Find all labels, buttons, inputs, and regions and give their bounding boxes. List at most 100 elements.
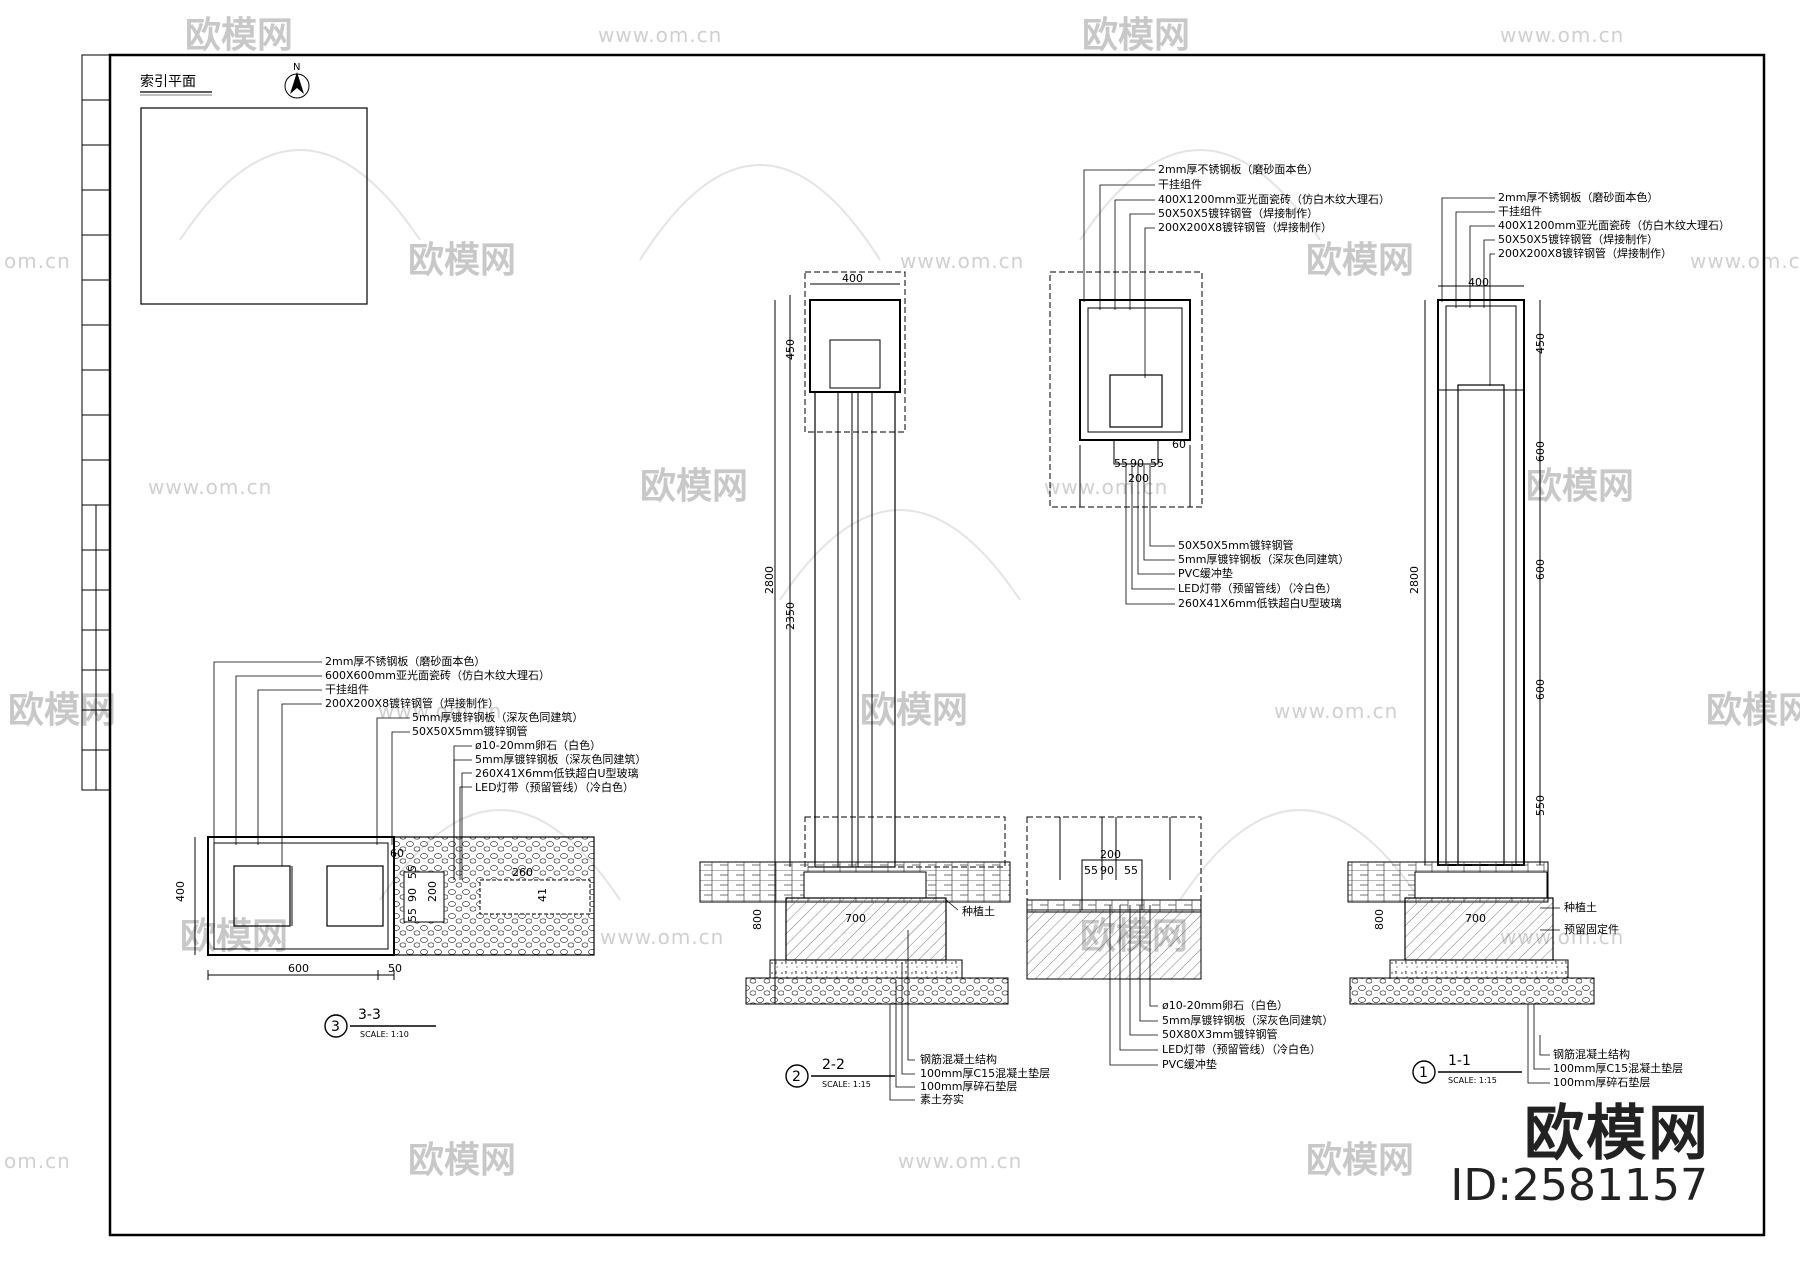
svg-text:100mm厚C15混凝土垫层: 100mm厚C15混凝土垫层 (920, 1066, 1050, 1080)
svg-text:100mm厚C15混凝土垫层: 100mm厚C15混凝土垫层 (1553, 1061, 1683, 1075)
svg-text:550: 550 (1534, 795, 1547, 816)
svg-text:2mm厚不锈钢板（磨砂面本色）: 2mm厚不锈钢板（磨砂面本色） (325, 654, 485, 668)
svg-text:450: 450 (1534, 333, 1547, 354)
svg-text:60: 60 (390, 847, 404, 860)
svg-text:LED灯带（预留管线）（冷白色）: LED灯带（预留管线）（冷白色） (475, 780, 634, 794)
svg-text:600: 600 (1534, 679, 1547, 700)
svg-text:55: 55 (1150, 457, 1164, 470)
svg-text:260X41X6mm低铁超白U型玻璃: 260X41X6mm低铁超白U型玻璃 (475, 766, 639, 780)
watermark-url: om.cn (4, 249, 71, 273)
svg-text:LED灯带（预留管线）（冷白色）: LED灯带（预留管线）（冷白色） (1178, 581, 1337, 595)
svg-text:5mm厚镀锌钢板（深灰色同建筑）: 5mm厚镀锌钢板（深灰色同建筑） (412, 710, 583, 724)
svg-text:50X50X5mm镀锌钢管: 50X50X5mm镀锌钢管 (412, 724, 528, 738)
svg-text:2800: 2800 (1408, 566, 1421, 594)
svg-text:60: 60 (1172, 438, 1186, 451)
watermark-brand: 欧模网 (1526, 466, 1634, 507)
title-block-strip (81, 54, 111, 791)
watermark-url: www.om.cn (1500, 23, 1624, 47)
svg-text:ø10-20mm卵石（白色）: ø10-20mm卵石（白色） (1162, 998, 1288, 1012)
watermark-brand: 欧模网 (1306, 1140, 1414, 1181)
svg-text:400X1200mm亚光面瓷砖（仿白木纹大理石）: 400X1200mm亚光面瓷砖（仿白木纹大理石） (1158, 192, 1390, 206)
svg-text:50X50X5镀锌钢管（焊接制作）: 50X50X5镀锌钢管（焊接制作） (1158, 206, 1318, 220)
svg-text:2-2: 2-2 (822, 1057, 845, 1073)
svg-text:种植土: 种植土 (1564, 900, 1597, 914)
svg-text:700: 700 (1465, 912, 1486, 925)
svg-text:SCALE: 1:10: SCALE: 1:10 (360, 1030, 409, 1039)
north-arrow-icon: N (284, 62, 310, 99)
svg-text:1-1: 1-1 (1448, 1053, 1471, 1069)
watermark-url: www.om.cn (378, 699, 502, 723)
section-3-3-callouts: 2mm厚不锈钢板（磨砂面本色） 600X600mm亚光面瓷砖（仿白木纹大理石） … (213, 654, 646, 880)
watermark-url: www.om.cn (1274, 699, 1398, 723)
svg-text:55: 55 (1124, 864, 1138, 877)
section-1-1-drawing (1347, 285, 1595, 1005)
svg-text:400: 400 (174, 881, 187, 902)
detail-bottom-dims: 200 55 90 55 (1084, 848, 1138, 877)
section-2-2-drawing (699, 271, 1011, 1005)
svg-text:100mm厚碎石垫层: 100mm厚碎石垫层 (920, 1079, 1017, 1093)
watermark-url: www.om.cn (1044, 475, 1168, 499)
watermark-brand: 欧模网 (1706, 690, 1800, 731)
watermark-url: www.om.cn (898, 1149, 1022, 1173)
model-id-text: ID:2581157 (1450, 1160, 1708, 1211)
section-3-3-drawing (194, 836, 595, 980)
section-1-1-label: 1 1-1 SCALE: 1:15 (1412, 1053, 1522, 1085)
svg-text:干挂组件: 干挂组件 (1498, 204, 1542, 218)
svg-text:400: 400 (842, 272, 863, 285)
svg-text:5mm厚镀锌钢板（深灰色同建筑）: 5mm厚镀锌钢板（深灰色同建筑） (475, 752, 646, 766)
svg-text:600X600mm亚光面瓷砖（仿白木纹大理石）: 600X600mm亚光面瓷砖（仿白木纹大理石） (325, 668, 550, 682)
svg-text:200: 200 (426, 881, 439, 902)
svg-text:50X50X5mm镀锌钢管: 50X50X5mm镀锌钢管 (1178, 538, 1294, 552)
svg-text:90: 90 (1130, 457, 1144, 470)
index-plan-box (140, 107, 368, 305)
svg-text:2350: 2350 (784, 602, 797, 630)
svg-text:41: 41 (536, 888, 549, 902)
svg-text:200: 200 (1128, 472, 1149, 485)
svg-text:260: 260 (512, 866, 533, 879)
svg-text:800: 800 (751, 909, 764, 930)
svg-text:600: 600 (288, 962, 309, 975)
svg-text:200X200X8镀锌钢管（焊接制作）: 200X200X8镀锌钢管（焊接制作） (325, 696, 499, 710)
watermark-url: www.om.cn (1690, 249, 1800, 273)
svg-text:55: 55 (406, 865, 419, 879)
svg-text:ø10-20mm卵石（白色）: ø10-20mm卵石（白色） (475, 738, 601, 752)
svg-text:3-3: 3-3 (358, 1007, 381, 1023)
svg-text:450: 450 (784, 339, 797, 360)
section-2-2-callouts: 钢筋混凝土结构 100mm厚C15混凝土垫层 100mm厚碎石垫层 素土夯实 (889, 930, 1050, 1106)
watermark-url: www.om.cn (148, 475, 272, 499)
svg-text:N: N (293, 62, 300, 73)
svg-text:预留固定件: 预留固定件 (1564, 922, 1619, 936)
svg-text:素土夯实: 素土夯实 (920, 1092, 964, 1106)
svg-text:200: 200 (1100, 848, 1121, 861)
svg-text:钢筋混凝土结构: 钢筋混凝土结构 (920, 1052, 997, 1066)
svg-text:400: 400 (1468, 276, 1489, 289)
svg-text:2800: 2800 (763, 566, 776, 594)
svg-text:55: 55 (1114, 457, 1128, 470)
svg-text:90: 90 (1100, 864, 1114, 877)
svg-text:1: 1 (1419, 1065, 1428, 1081)
svg-text:800: 800 (1373, 909, 1386, 930)
svg-text:50: 50 (388, 962, 402, 975)
svg-text:2mm厚不锈钢板（磨砂面本色）: 2mm厚不锈钢板（磨砂面本色） (1158, 162, 1318, 176)
svg-text:PVC缓冲垫: PVC缓冲垫 (1178, 566, 1233, 580)
watermark-url: www.om.cn (598, 23, 722, 47)
watermark-brand: 欧模网 (1082, 15, 1190, 56)
svg-text:5mm厚镀锌钢板（深灰色同建筑）: 5mm厚镀锌钢板（深灰色同建筑） (1162, 1013, 1333, 1027)
svg-text:2: 2 (792, 1069, 801, 1085)
svg-text:50X50X5镀锌钢管（焊接制作）: 50X50X5镀锌钢管（焊接制作） (1498, 232, 1658, 246)
svg-text:5mm厚镀锌钢板（深灰色同建筑）: 5mm厚镀锌钢板（深灰色同建筑） (1178, 552, 1349, 566)
svg-text:50X80X3mm镀锌钢管: 50X80X3mm镀锌钢管 (1162, 1027, 1278, 1041)
section-2-2-label: 2 2-2 SCALE: 1:15 (785, 1057, 895, 1089)
svg-text:100mm厚碎石垫层: 100mm厚碎石垫层 (1553, 1075, 1650, 1089)
svg-text:钢筋混凝土结构: 钢筋混凝土结构 (1553, 1047, 1630, 1061)
watermark-url: om.cn (4, 1149, 71, 1173)
watermark-brand: 欧模网 (408, 1140, 516, 1181)
svg-text:55: 55 (1084, 864, 1098, 877)
svg-text:700: 700 (845, 912, 866, 925)
svg-text:2mm厚不锈钢板（磨砂面本色）: 2mm厚不锈钢板（磨砂面本色） (1498, 190, 1658, 204)
watermark-url: www.om.cn (900, 249, 1024, 273)
section-3-3-label: 3 3-3 SCALE: 1:10 (324, 1007, 436, 1039)
svg-text:200X200X8镀锌钢管（焊接制作）: 200X200X8镀锌钢管（焊接制作） (1158, 220, 1332, 234)
svg-text:400X1200mm亚光面瓷砖（仿白木纹大理石）: 400X1200mm亚光面瓷砖（仿白木纹大理石） (1498, 218, 1730, 232)
